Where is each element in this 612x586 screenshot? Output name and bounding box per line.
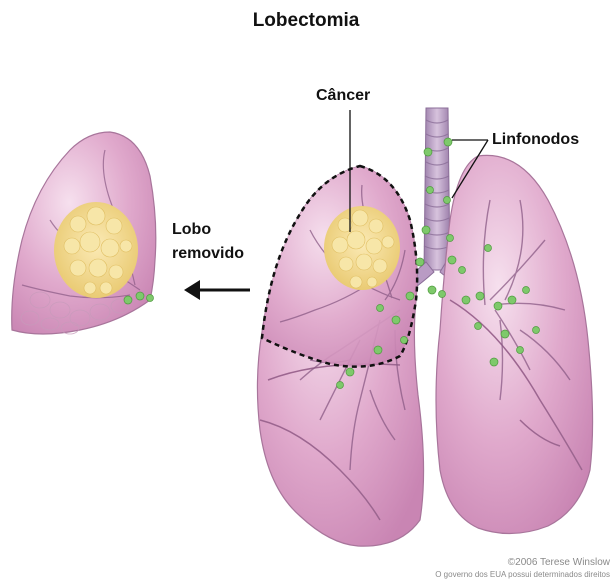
credit-copyright: ©2006 Terese Winslow (508, 557, 610, 568)
tumor (324, 206, 400, 290)
removal-arrow (184, 280, 250, 300)
page-title: Lobectomia (0, 10, 612, 32)
removed-lobe-label-line1: Lobo (172, 220, 211, 239)
upper-lobe-region (262, 166, 417, 367)
removed-lobe (12, 132, 156, 334)
lymph-nodes-label: Linfonodos (492, 130, 579, 149)
credit-rights: O governo dos EUA possui determinados di… (435, 570, 610, 579)
removed-lobe-label-line2: removido (172, 244, 244, 263)
left-lung (436, 155, 593, 533)
cancer-label: Câncer (316, 86, 370, 105)
removed-tumor (54, 202, 138, 298)
